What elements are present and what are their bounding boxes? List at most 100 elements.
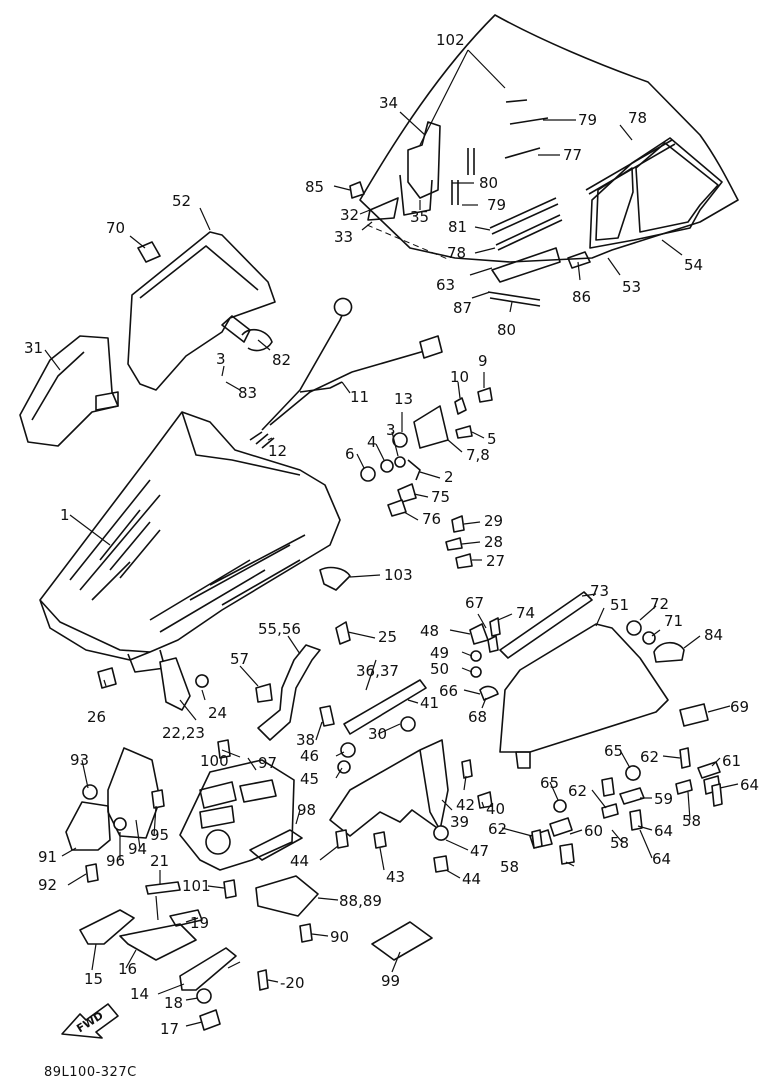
callout-49: 49	[430, 644, 449, 662]
callout-51: 51	[610, 596, 629, 614]
callout-84: 84	[704, 626, 723, 644]
callout-27: 27	[486, 552, 505, 570]
callout-36: 36,37	[356, 662, 399, 680]
callout-45: 45	[300, 770, 319, 788]
callout-69: 69	[730, 698, 749, 716]
callout-64a: 64	[740, 776, 759, 794]
callout-74: 74	[516, 604, 535, 622]
callout-63: 63	[436, 276, 455, 294]
callout-labels: 102 34 79 78 77 85 80 32 35 79 33 81 78 …	[24, 31, 759, 1038]
center-panel-97	[179, 739, 303, 871]
callout-33: 33	[334, 228, 353, 246]
callout-62b: 62	[568, 782, 587, 800]
callout-68: 68	[468, 708, 487, 726]
callout-54: 54	[684, 256, 703, 274]
callout-88: 88,89	[339, 892, 382, 910]
callout-75: 75	[431, 488, 450, 506]
mid-brackets	[97, 591, 593, 741]
callout-79a: 79	[578, 111, 597, 129]
callout-25: 25	[378, 628, 397, 646]
callout-73: 73	[590, 582, 609, 600]
brackets-34-35	[349, 121, 591, 269]
callout-13: 13	[394, 390, 413, 408]
callout-79b: 79	[487, 196, 506, 214]
callout-71: 71	[664, 612, 683, 630]
callout-58a: 58	[682, 812, 701, 830]
callout-70: 70	[106, 219, 125, 237]
pads	[255, 875, 433, 961]
callout-57: 57	[230, 650, 249, 668]
callout-93: 93	[70, 751, 89, 769]
callout-81: 81	[448, 218, 467, 236]
callout-78a: 78	[628, 109, 647, 127]
lower-rails	[79, 879, 269, 1031]
callout-34: 34	[379, 94, 398, 112]
callout-44a: 44	[290, 852, 309, 870]
callout-78b: 78	[447, 244, 466, 262]
callout-22: 22,23	[162, 724, 205, 742]
callout-64b: 64	[654, 822, 673, 840]
callout-26: 26	[87, 708, 106, 726]
callout-61: 61	[722, 752, 741, 770]
callout-80a: 80	[479, 174, 498, 192]
callout-44b: 44	[462, 870, 481, 888]
callout-60: 60	[584, 822, 603, 840]
callout-67: 67	[465, 594, 484, 612]
trim-strips	[451, 99, 676, 307]
callout-43: 43	[386, 868, 405, 886]
callout-87: 87	[453, 299, 472, 317]
callout-62a: 62	[640, 748, 659, 766]
callout-41: 41	[420, 694, 439, 712]
callout-102: 102	[436, 31, 465, 49]
callout-50: 50	[430, 660, 449, 678]
callout-59: 59	[654, 790, 673, 808]
callout-72: 72	[650, 595, 669, 613]
callout-76: 76	[422, 510, 441, 528]
callout-62c: 62	[488, 820, 507, 838]
callout-64c: 64	[652, 850, 671, 868]
callout-16: 16	[118, 960, 137, 978]
callout-101: 101	[182, 877, 211, 895]
callout-35: 35	[410, 208, 429, 226]
callout-103: 103	[384, 566, 413, 584]
callout-100: 100	[200, 752, 229, 770]
callout-18: 18	[164, 994, 183, 1012]
callout-55: 55,56	[258, 620, 301, 638]
hood-1	[39, 411, 341, 673]
callout-46: 46	[300, 747, 319, 765]
callout-99: 99	[381, 972, 400, 990]
callout-98: 98	[297, 801, 316, 819]
callout-32: 32	[340, 206, 359, 224]
callout-9: 9	[478, 352, 488, 370]
callout-92: 92	[38, 876, 57, 894]
callout-40: 40	[486, 800, 505, 818]
callout-3b: 3	[386, 421, 396, 439]
callout-31: 31	[24, 339, 43, 357]
side-panel-52	[127, 231, 276, 391]
callout-86: 86	[572, 288, 591, 306]
callout-65b: 65	[540, 774, 559, 792]
callout-4: 4	[367, 433, 377, 451]
hardware-upper	[319, 387, 493, 591]
callout-39: 39	[450, 813, 469, 831]
callout-1: 1	[60, 506, 70, 524]
callout-3a: 3	[216, 350, 226, 368]
callout-58b: 58	[610, 834, 629, 852]
left-bottom-panels	[65, 747, 165, 883]
windshield-102	[359, 14, 739, 263]
callout-65a: 65	[604, 742, 623, 760]
callout-80b: 80	[497, 321, 516, 339]
callout-24: 24	[208, 704, 227, 722]
fwd-arrow-icon: FWD	[61, 1003, 119, 1039]
callout-42: 42	[456, 796, 475, 814]
callout-48: 48	[420, 622, 439, 640]
callout-14: 14	[130, 985, 149, 1003]
callout-30: 30	[368, 725, 387, 743]
callout-78c: 7,8	[466, 446, 490, 464]
callout-95: 95	[150, 826, 169, 844]
callout-85: 85	[305, 178, 324, 196]
callout-94: 94	[128, 840, 147, 858]
callout-17: 17	[160, 1020, 179, 1038]
diagram-code: 89L100-327C	[44, 1065, 137, 1080]
